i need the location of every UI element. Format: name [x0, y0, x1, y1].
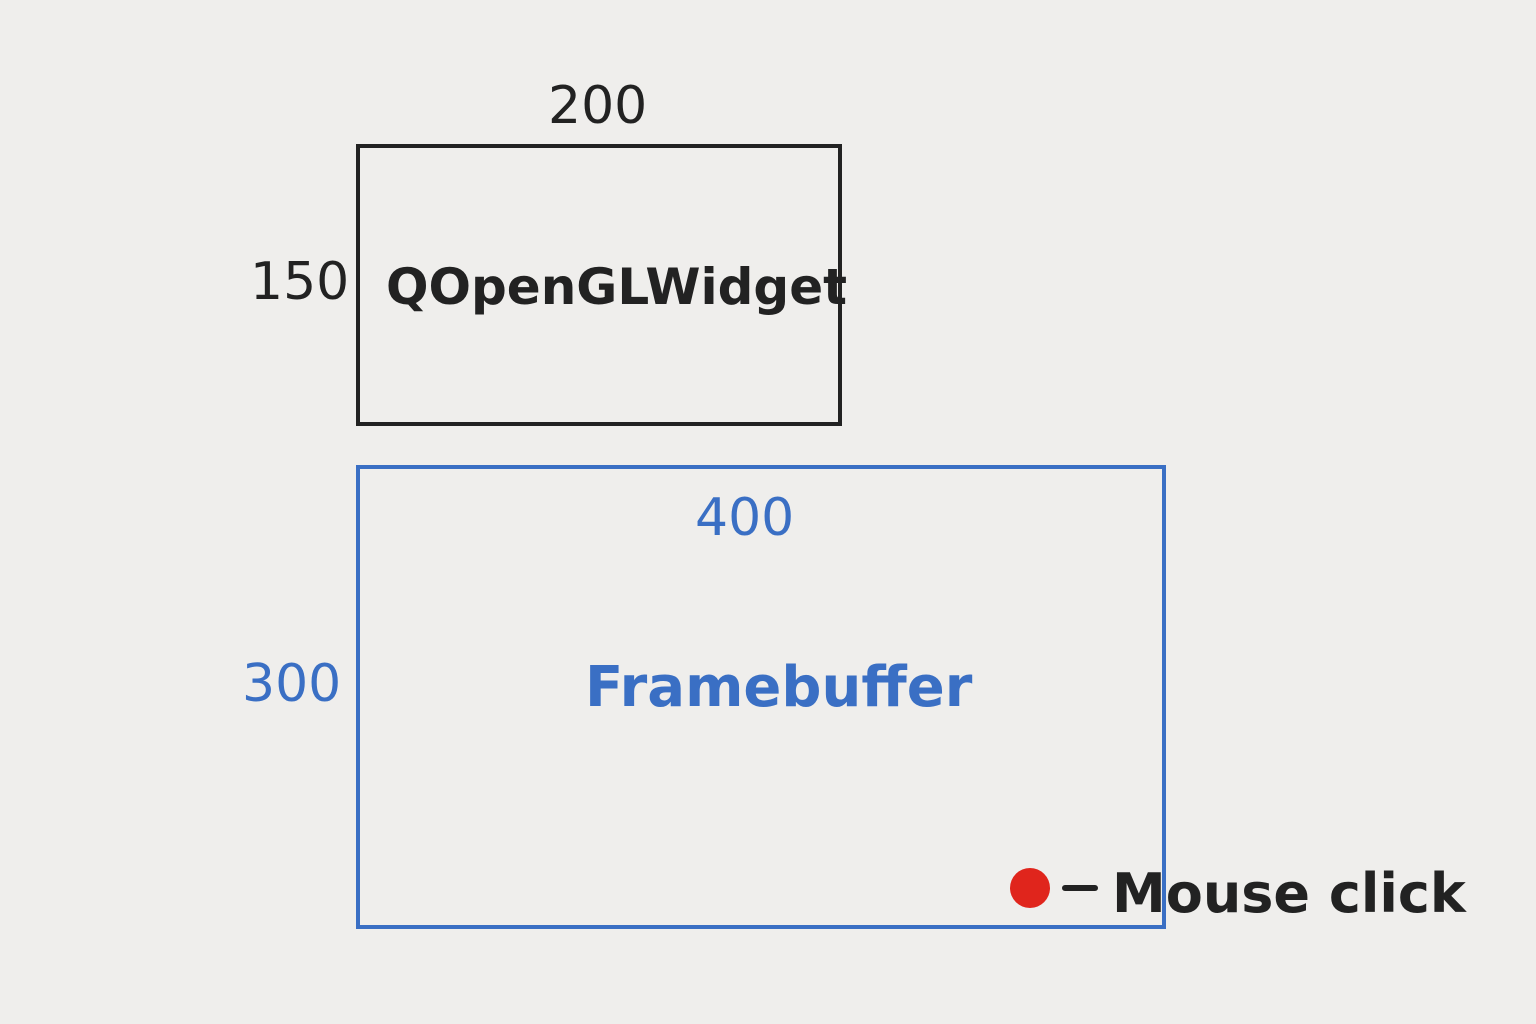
mouse-click-dot-icon — [1010, 868, 1050, 908]
legend-label: Mouse click — [1112, 862, 1466, 925]
framebuffer-width-label: 400 — [695, 488, 795, 548]
widget-name-label: QOpenGLWidget — [386, 258, 848, 316]
qopenglwidget-rect — [356, 144, 842, 426]
legend-dash — [1062, 885, 1098, 891]
widget-width-label: 200 — [548, 76, 648, 136]
widget-height-label: 150 — [250, 252, 350, 312]
framebuffer-rect — [356, 465, 1166, 929]
framebuffer-name-label: Framebuffer — [585, 655, 973, 720]
framebuffer-height-label: 300 — [242, 654, 342, 714]
